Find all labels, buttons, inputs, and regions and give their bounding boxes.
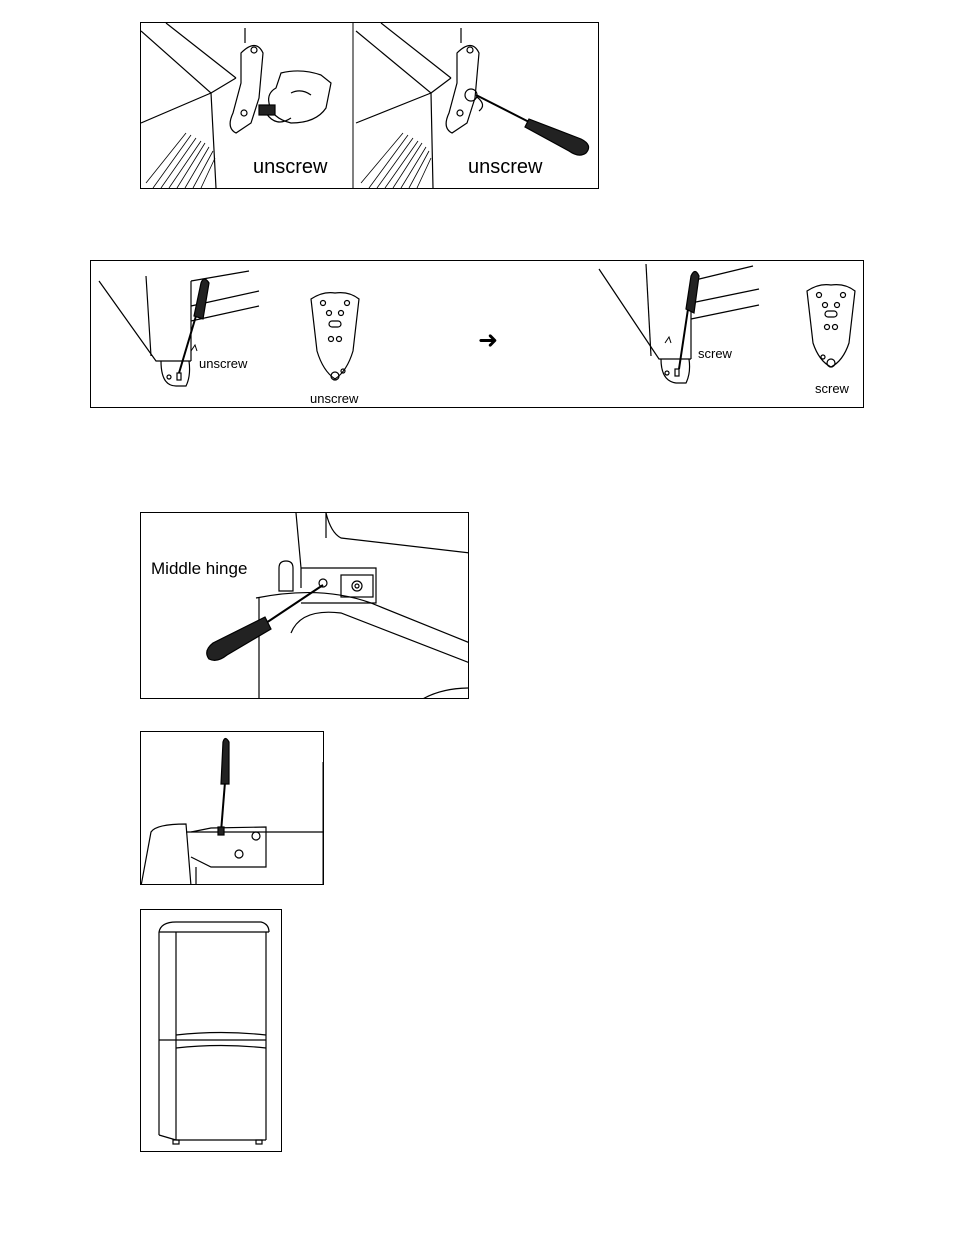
figure-top-hinge-unscrew: unscrew unscrew (140, 22, 599, 189)
unscrew-label-right: unscrew (468, 157, 542, 177)
figure-middle-hinge: Middle hinge (140, 512, 469, 699)
unscrew-label-left: unscrew (253, 157, 327, 177)
arrow-right-icon: ➜ (478, 329, 498, 353)
screw-label-cabinet: screw (698, 347, 732, 360)
figure-top-plate-screw (140, 731, 324, 885)
figure-lower-hinge-swap: unscrew unscrew ➜ screw screw (90, 260, 864, 408)
middle-hinge-label: Middle hinge (151, 560, 247, 577)
unscrew-label-cabinet: unscrew (199, 357, 247, 370)
figure-fridge-assembled (140, 909, 282, 1152)
screw-label-plate: screw (815, 382, 849, 395)
middle-hinge-illustration (141, 513, 469, 699)
top-plate-illustration (141, 732, 324, 885)
unscrew-label-plate: unscrew (310, 392, 358, 405)
fridge-icon (141, 910, 282, 1152)
